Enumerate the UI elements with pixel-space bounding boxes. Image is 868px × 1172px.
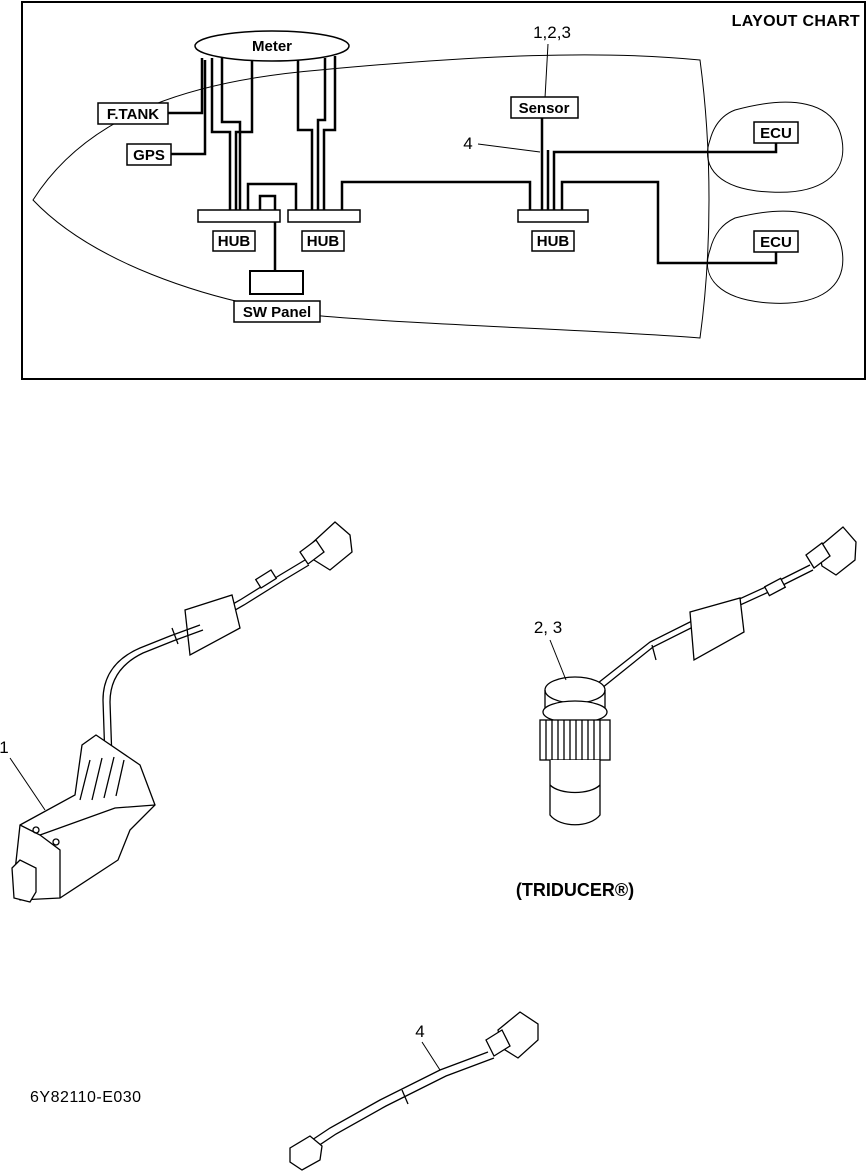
cable-part-4 bbox=[289, 1011, 539, 1171]
layout-chart: LAYOUT CHART bbox=[21, 1, 866, 380]
triducer-callout-leader bbox=[549, 639, 567, 681]
transducer-cable-tag bbox=[184, 594, 241, 657]
meter-label: Meter bbox=[252, 38, 292, 55]
sw-panel-box bbox=[233, 300, 321, 323]
triducer-callout: 2, 3 bbox=[534, 618, 562, 637]
cable-callout: 4 bbox=[415, 1022, 424, 1041]
transducer-callout-leader bbox=[9, 757, 46, 811]
fuel-tank-label: F.TANK bbox=[107, 106, 159, 123]
layout-chart-title: LAYOUT CHART bbox=[732, 13, 860, 30]
cable-connector-bottom bbox=[289, 1135, 323, 1171]
hub-label-box-2 bbox=[301, 230, 345, 252]
sw-panel-body bbox=[249, 270, 304, 295]
hub-label-1: HUB bbox=[218, 233, 251, 250]
hub-label-box-3 bbox=[531, 230, 575, 252]
cable-callout-leader bbox=[421, 1041, 441, 1071]
hub-bar-3 bbox=[517, 209, 589, 223]
layout-cable-leader bbox=[477, 143, 541, 153]
fuel-tank-box bbox=[97, 102, 169, 125]
hub-label-2: HUB bbox=[307, 233, 340, 250]
gps-label: GPS bbox=[133, 147, 165, 164]
engine-outline-upper bbox=[707, 101, 844, 193]
triducer-connector bbox=[817, 526, 857, 576]
ecu-label-lower: ECU bbox=[760, 234, 792, 251]
hub-bar-1 bbox=[197, 209, 281, 223]
wiring-harness bbox=[166, 56, 778, 271]
transducer-callout: 1 bbox=[0, 738, 9, 757]
sw-panel-label: SW Panel bbox=[243, 304, 311, 321]
layout-cable-callout: 4 bbox=[463, 134, 472, 153]
figure-code: 6Y82110-E030 bbox=[30, 1089, 142, 1106]
triducer-cable-tag bbox=[689, 597, 745, 662]
sensor-callout: 1,2,3 bbox=[533, 23, 571, 42]
boat-hull-outline bbox=[32, 54, 710, 339]
sensor-callout-leader bbox=[544, 43, 549, 99]
triducer-caption: (TRIDUCER®) bbox=[516, 880, 634, 900]
layout-chart-frame bbox=[21, 1, 866, 380]
triducer-part-2-3 bbox=[539, 526, 857, 826]
sensor-box bbox=[510, 96, 579, 119]
ecu-box-lower bbox=[753, 230, 799, 253]
ecu-box-upper bbox=[753, 121, 799, 144]
ecu-label-upper: ECU bbox=[760, 125, 792, 142]
meter-shape bbox=[194, 30, 350, 62]
transducer-part-1 bbox=[11, 521, 353, 903]
hub-label-3: HUB bbox=[537, 233, 570, 250]
sensor-label: Sensor bbox=[519, 100, 570, 117]
hub-label-box-1 bbox=[212, 230, 256, 252]
hub-bar-2 bbox=[287, 209, 361, 223]
gps-box bbox=[126, 143, 172, 166]
engine-outline-lower bbox=[707, 210, 844, 304]
